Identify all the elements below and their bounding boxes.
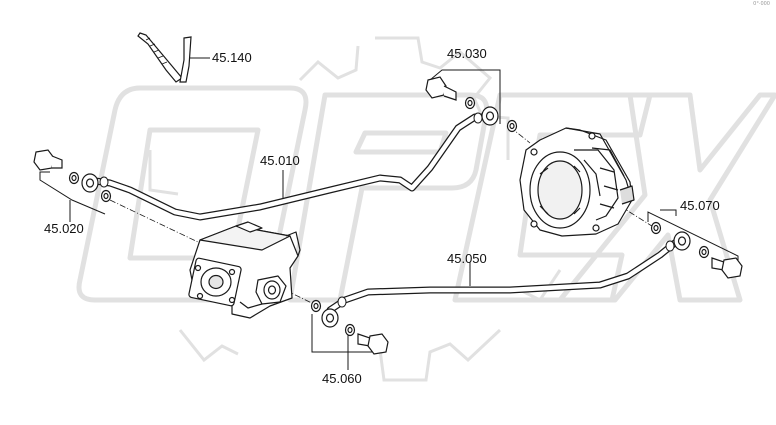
callout-45140: 45.140 xyxy=(212,50,252,65)
callout-45010: 45.010 xyxy=(260,153,300,168)
callout-45070: 45.070 xyxy=(680,198,720,213)
corner-mark: 0°·000 xyxy=(753,1,770,7)
callout-45060: 45.060 xyxy=(322,371,362,386)
callout-45050: 45.050 xyxy=(447,251,487,266)
banjo-bolt-45030 xyxy=(425,76,518,133)
callout-45020: 45.020 xyxy=(44,221,84,236)
banjo-bolt-45020 xyxy=(33,149,112,203)
banjo-bolt-45070 xyxy=(650,221,743,279)
callout-45030: 45.030 xyxy=(447,46,487,61)
pipe-ferrules xyxy=(99,112,675,308)
watermark-letters xyxy=(76,85,776,303)
leader-lines xyxy=(39,57,739,370)
cable-strap-45140 xyxy=(137,32,192,83)
pipe-45050 xyxy=(326,238,680,314)
watermark xyxy=(76,36,776,382)
banjo-bolt-45060 xyxy=(310,299,389,355)
pipe-45010 xyxy=(84,113,492,221)
valve-housing xyxy=(188,221,301,319)
caliper-housing xyxy=(519,127,635,237)
